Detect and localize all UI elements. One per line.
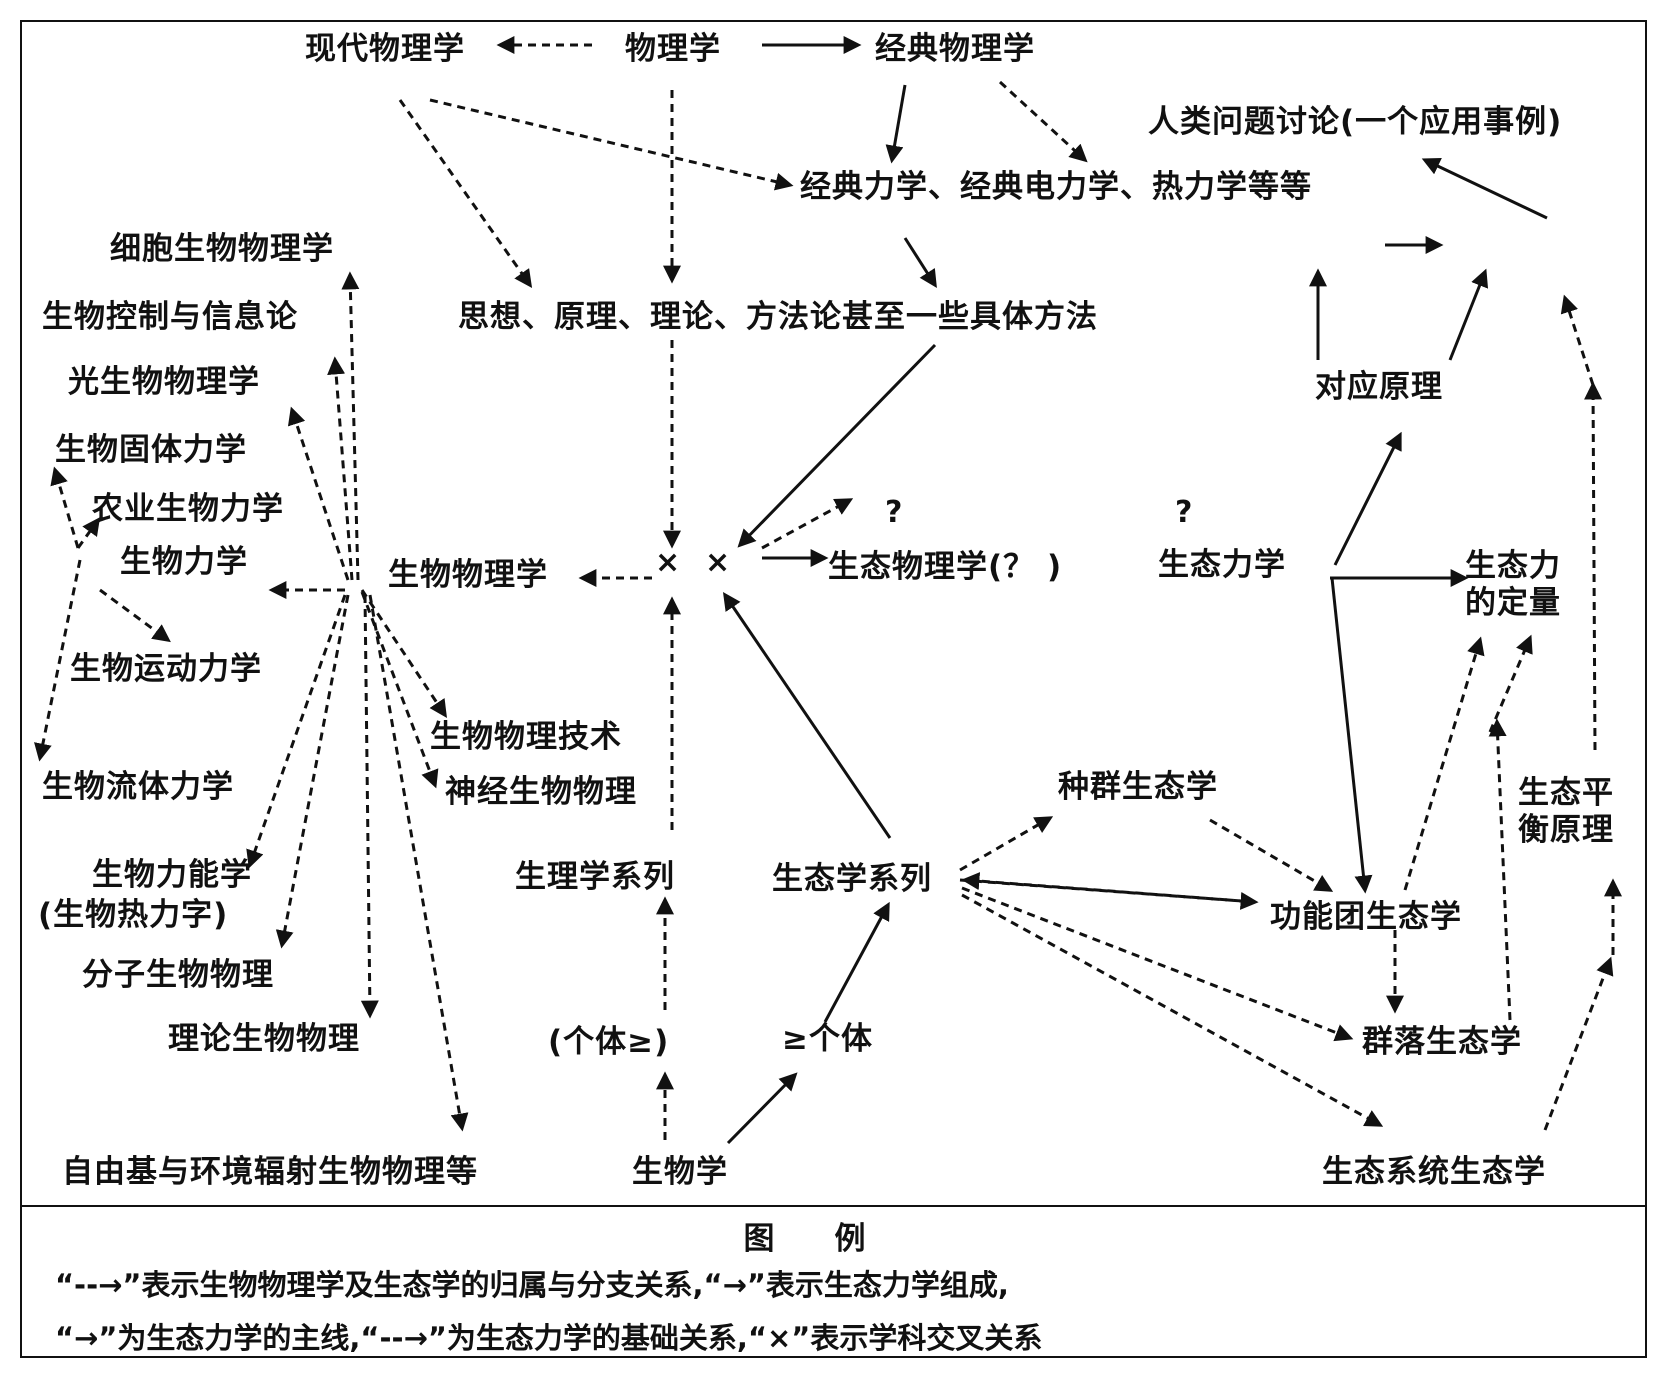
- dash-hub-freeradical: [368, 594, 469, 1132]
- node-ge-individual: ≥个体: [782, 1021, 873, 1057]
- arrow-ecomech-functional: [1330, 577, 1373, 894]
- arrow-ideas-cross: [737, 343, 937, 548]
- node-bio-solid-mech: 生物固体力学: [55, 432, 247, 468]
- question-mark-right: ?: [1175, 495, 1193, 530]
- dash-balance-top2: [1560, 294, 1595, 386]
- node-biology: 生物学: [632, 1154, 728, 1190]
- dash-modern-ideas: [398, 99, 533, 288]
- node-ecosystem-eco: 生态系统生态学: [1322, 1154, 1546, 1190]
- dash-hub-tech: [360, 589, 447, 718]
- arrow-ge-ecoseries: [823, 901, 890, 1023]
- node-biophysics: 生物物理学: [388, 557, 548, 593]
- node-photo-biophysics: 光生物物理学: [68, 364, 260, 400]
- arrow-classical-branches: [885, 84, 907, 164]
- arrow-to-human: [1421, 158, 1548, 220]
- node-eco-mechanics: 生态力学: [1158, 547, 1286, 583]
- dash-biomech-solid: [50, 466, 80, 549]
- dash-hub-neuro: [360, 591, 439, 789]
- cross-mark-right: ×: [705, 545, 731, 580]
- node-functional-eco: 功能团生态学: [1270, 899, 1462, 935]
- node-bio-control: 生物控制与信息论: [42, 299, 298, 335]
- node-bio-tech: 生物物理技术: [430, 719, 622, 755]
- node-bio-thermo: (生物热力字): [38, 897, 229, 933]
- node-population-eco: 种群生态学: [1058, 769, 1218, 805]
- dash-ecosystem-balance: [1543, 956, 1614, 1131]
- cross-mark-left: ×: [655, 545, 681, 580]
- node-eco-quant: 生态力 的定量: [1465, 548, 1561, 622]
- node-eco-balance: 生态平 衡原理: [1518, 775, 1614, 849]
- node-ideas: 思想、原理、理论、方法论甚至一些具体方法: [458, 299, 1098, 335]
- legend-line-1: “--→”表示生物物理学及生态学的归属与分支关系,“→”表示生态力学组成,: [55, 1268, 1009, 1302]
- node-modern-physics: 现代物理学: [305, 31, 465, 67]
- node-correspondence: 对应原理: [1315, 369, 1443, 405]
- dash-ecoseries-population: [959, 816, 1054, 872]
- dash-balance-top: [1584, 381, 1603, 751]
- legend-line-2: “→”为生态力学的主线,“--→”为生态力学的基础关系,“×”表示学科交叉关系: [55, 1321, 1043, 1355]
- dash-modern-branches: [429, 98, 794, 191]
- node-agri-biomech: 农业生物力学: [92, 491, 284, 527]
- node-bio-fluid-mech: 生物流体力学: [42, 769, 234, 805]
- dash-hub-cell: [341, 271, 360, 581]
- node-physiology-series: 生理学系列: [515, 859, 675, 895]
- node-neuro-biophysics: 神经生物物理: [445, 774, 637, 810]
- arrow-branches-ideas: [903, 237, 937, 289]
- node-eco-physics: 生态物理学(？ ): [828, 549, 1063, 585]
- node-biomechanics: 生物力学: [120, 544, 248, 580]
- dash-biomech-agri: [76, 517, 101, 549]
- node-physics: 物理学: [625, 31, 721, 67]
- arrow-biology-ge: [726, 1072, 798, 1145]
- node-community-eco: 群落生态学: [1362, 1024, 1522, 1060]
- node-free-radical: 自由基与环境辐射生物物理等: [62, 1154, 478, 1190]
- dash-quant-community: [1488, 634, 1533, 733]
- legend-title: 图例: [743, 1221, 926, 1257]
- dash-hub-photo: [287, 406, 350, 581]
- arrow-ecomech-correspondence: [1333, 431, 1402, 566]
- node-molecular-biophysics: 分子生物物理: [82, 957, 274, 993]
- dash-biomech-fluid: [34, 559, 82, 762]
- node-classical-physics: 经典物理学: [875, 31, 1035, 67]
- dash-functional-quant: [1403, 636, 1485, 891]
- dash-biomech-kinetics: [99, 588, 171, 643]
- arrow-ecoseries-cross: [722, 592, 892, 839]
- node-cell-biophysics: 细胞生物物理学: [110, 231, 334, 267]
- legend-divider: [20, 1205, 1647, 1207]
- dash-ecoseries-ecosystem: [961, 893, 1384, 1127]
- node-bioenergetics: 生物力能学: [92, 857, 252, 893]
- node-classical-branches: 经典力学、经典电力学、热力学等等: [800, 169, 1312, 205]
- dash-hub-theoretical: [360, 594, 379, 1019]
- node-theoretical-biophysics: 理论生物物理: [168, 1021, 360, 1057]
- question-mark-left: ?: [885, 495, 903, 530]
- diagram-frame: [20, 20, 1647, 1358]
- dash-population-functional: [1209, 818, 1334, 892]
- node-bio-kinetics: 生物运动力学: [70, 651, 262, 687]
- arrow-correspondence-up2: [1448, 268, 1489, 361]
- dash-hub-control: [327, 356, 354, 581]
- dash-hub-molecular: [275, 594, 350, 949]
- dash-community-quant: [1488, 718, 1512, 1021]
- dash-classical-branches: [998, 80, 1088, 163]
- dash-hub-bioenergetics: [246, 594, 347, 869]
- dash-functional-ecoseries: [961, 872, 1256, 904]
- node-individual-ge-paren: (个体≥): [548, 1024, 670, 1060]
- dash-cross-question: [761, 498, 854, 550]
- node-human-problem: 人类问题讨论(一个应用事例): [1148, 104, 1563, 140]
- node-ecology-series: 生态学系列: [772, 861, 932, 897]
